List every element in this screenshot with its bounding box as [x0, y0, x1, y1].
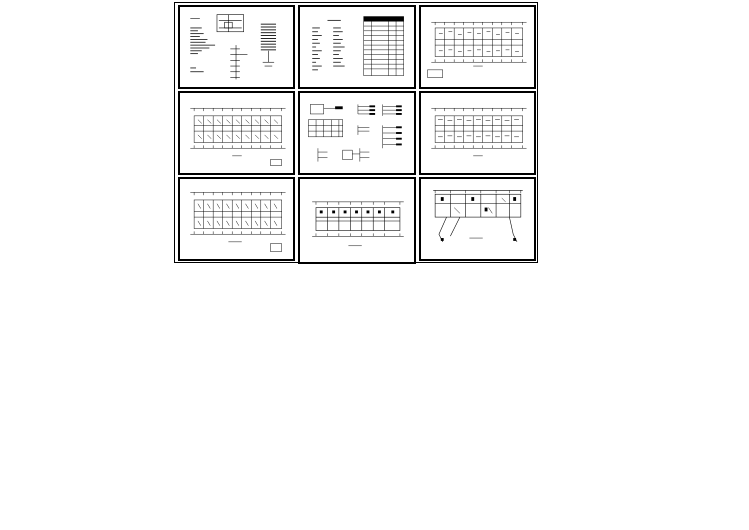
sheet-3-drawing — [427, 22, 527, 78]
sheet-2-legend-schedule — [298, 5, 416, 89]
sheet-1-design-notes — [178, 5, 295, 89]
sheet-9-drawing — [433, 190, 523, 242]
sheet-8-floor-plan — [298, 177, 416, 264]
sheet-9-site-floor-plan — [419, 177, 536, 261]
drawing-sheet-grid — [174, 2, 538, 264]
sheet-6-drawing — [431, 108, 527, 157]
sheet-5-system-diagrams — [298, 91, 416, 175]
sheet-8-drawing — [312, 201, 404, 247]
sheet-7-floor-plan — [178, 177, 295, 261]
sheet-2-drawing — [312, 16, 404, 76]
sheet-1-drawing — [190, 14, 277, 80]
sheet-3-floor-plan — [419, 5, 536, 89]
sheet-7-drawing — [190, 192, 286, 252]
sheet-4-drawing — [190, 108, 286, 166]
sheet-4-floor-plan — [178, 91, 295, 175]
sheet-5-drawing — [308, 104, 402, 162]
sheet-6-floor-plan — [419, 91, 536, 175]
